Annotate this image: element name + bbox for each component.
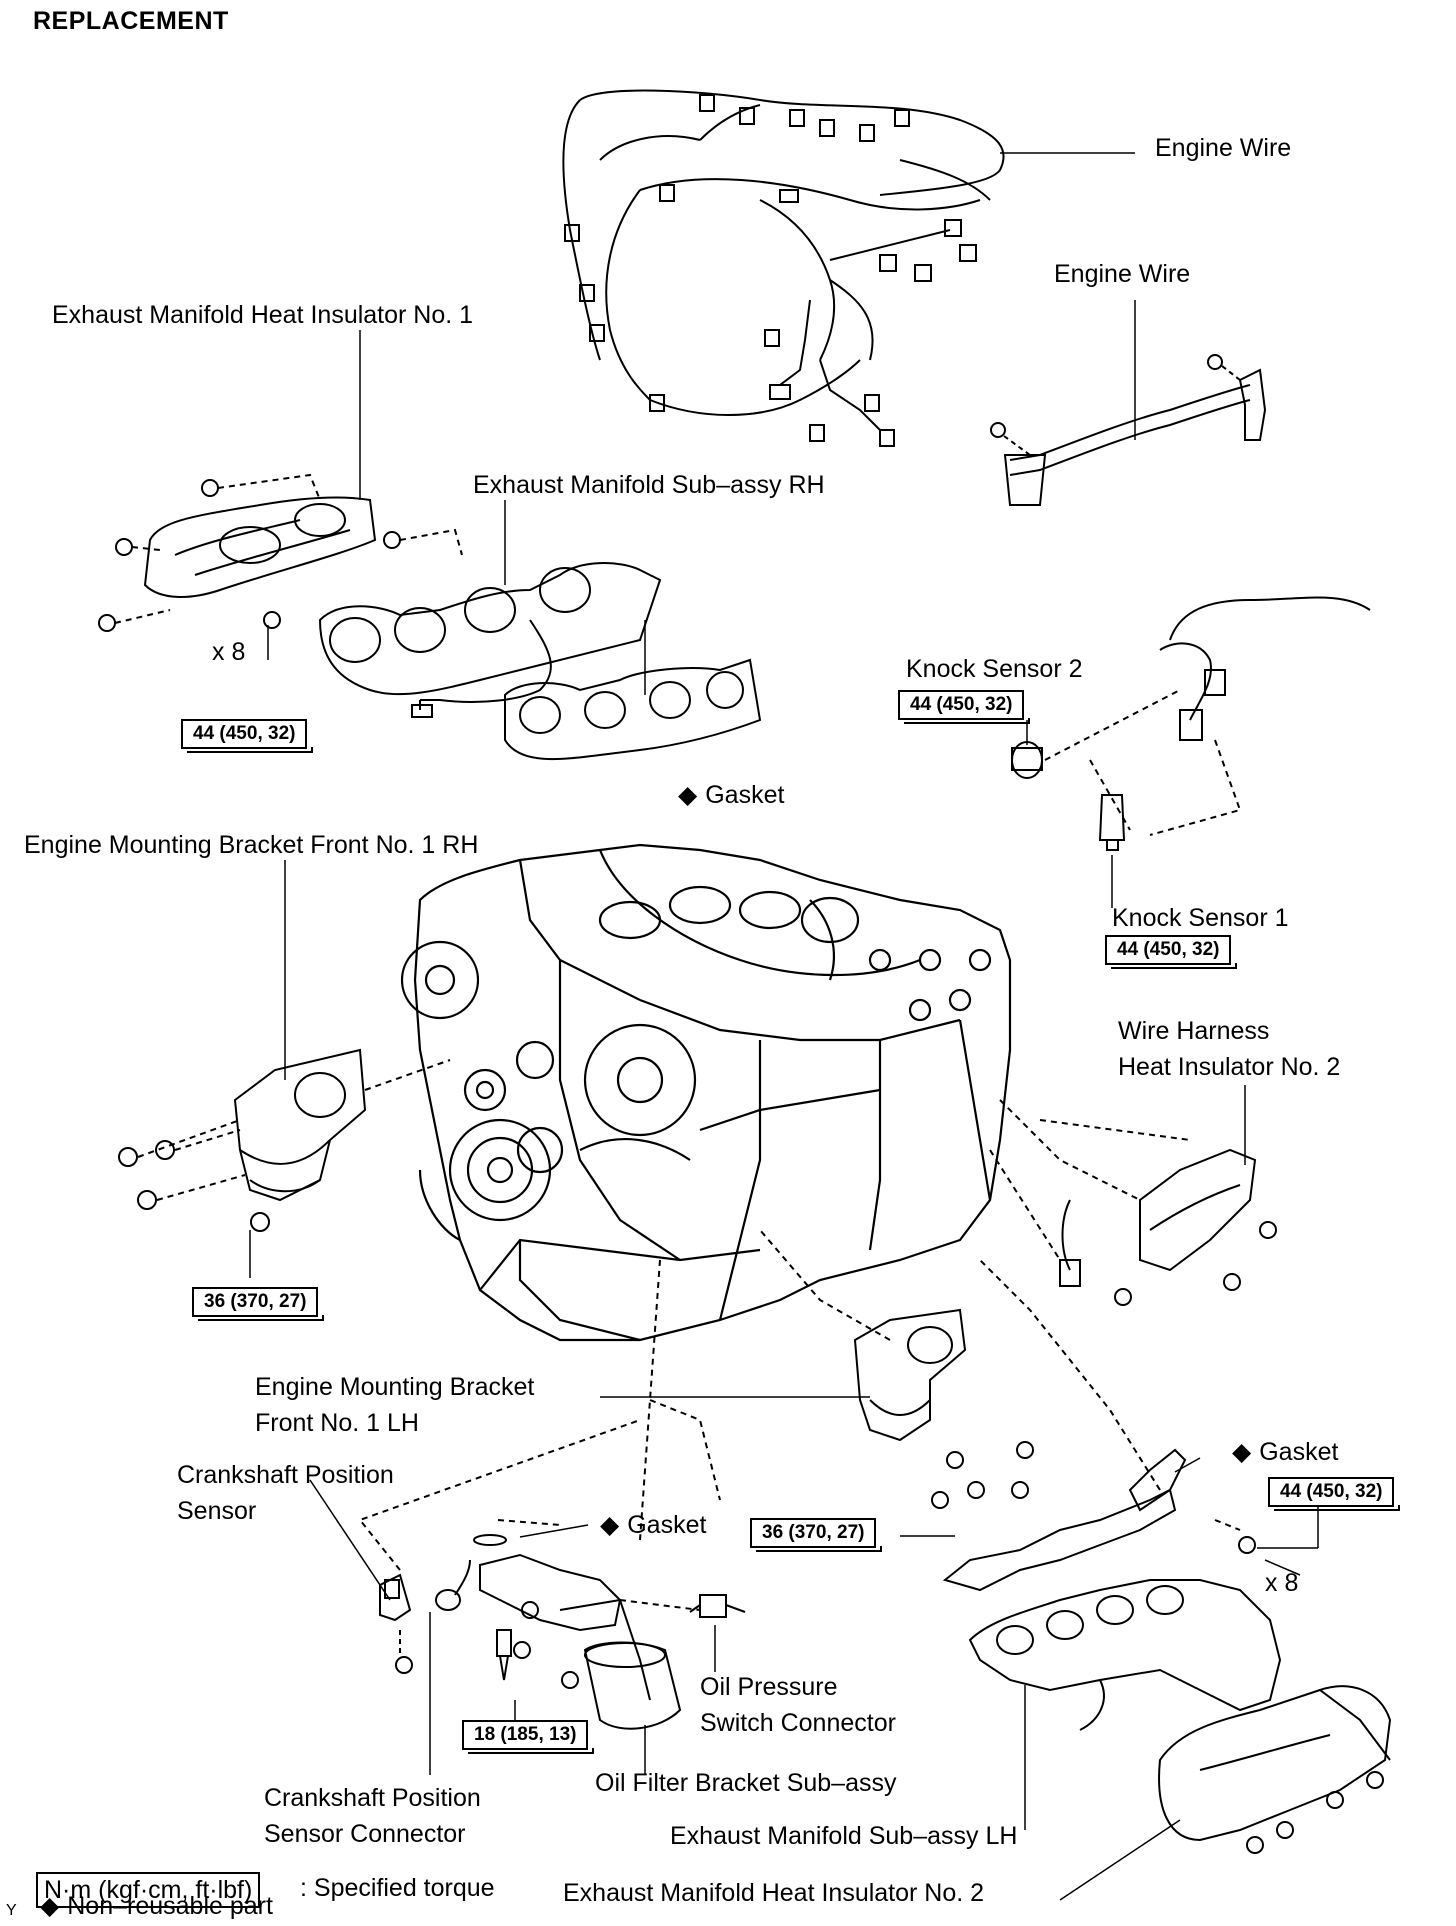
torque-lh-manifold: 44 (450, 32) [1268, 1477, 1401, 1511]
page-title: REPLACEMENT [33, 7, 229, 35]
oil-pressure-connector [689, 1594, 746, 1618]
label-engine-wire-side: Engine Wire [1054, 260, 1191, 288]
label-wire-harness-line1: Wire Harness [1118, 1017, 1270, 1045]
label-oil-pressure-line2: Switch Connector [700, 1709, 896, 1737]
leader-lines [249, 152, 1319, 1901]
label-x8-lh: x 8 [1265, 1569, 1299, 1597]
exhaust-manifold-lh [942, 1259, 1282, 1731]
torque-oil-filter: 18 (185, 13) [462, 1720, 595, 1754]
label-mount-bracket-rh: Engine Mounting Bracket Front No. 1 RH [24, 831, 479, 859]
legend-torque-desc: : Specified torque [300, 1874, 495, 1902]
label-crank-connector-line1: Crankshaft Position [264, 1784, 481, 1812]
label-crank-connector-line2: Sensor Connector [264, 1820, 466, 1848]
mounting-bracket-rh [118, 1048, 451, 1232]
heat-insulator-no2 [1158, 1685, 1392, 1854]
gasket-rh [411, 658, 762, 761]
engine-wire-side-piece [990, 354, 1267, 506]
label-heat-insulator-no2: Exhaust Manifold Heat Insulator No. 2 [563, 1879, 985, 1907]
torque-bracket-rh: 36 (370, 27) [192, 1287, 325, 1321]
label-x8-rh: x 8 [212, 638, 246, 666]
engine-block [400, 843, 1012, 1342]
heat-insulator-no1 [98, 473, 463, 632]
label-gasket-oil: Gasket [600, 1510, 706, 1540]
label-gasket-rh: Gasket [678, 780, 784, 810]
oil-filter-bracket [473, 1259, 701, 1730]
engine-wire-harness [562, 89, 1005, 447]
crankshaft-sensor-parts [358, 1399, 721, 1674]
torque-bracket-lh: 36 (370, 27) [750, 1518, 883, 1552]
label-oil-pressure-line1: Oil Pressure [700, 1673, 838, 1701]
torque-rh-manifold: 44 (450, 32) [181, 719, 314, 753]
legend-nonreusable: Non–reusable part [40, 1894, 273, 1919]
label-exhaust-manifold-rh: Exhaust Manifold Sub–assy RH [473, 471, 825, 499]
label-exhaust-manifold-lh: Exhaust Manifold Sub–assy LH [670, 1822, 1018, 1850]
label-engine-wire-top: Engine Wire [1155, 134, 1292, 162]
label-knock-sensor-1: Knock Sensor 1 [1112, 904, 1289, 932]
exhaust-manifold-rh [263, 562, 662, 703]
mounting-bracket-lh [759, 1229, 1034, 1509]
label-mount-bracket-lh-line2: Front No. 1 LH [255, 1409, 419, 1437]
knock-sensors [1011, 596, 1371, 851]
label-oil-filter-bracket: Oil Filter Bracket Sub–assy [595, 1769, 897, 1797]
wire-harness-heat-insulator [989, 1099, 1277, 1306]
label-wire-harness-line2: Heat Insulator No. 2 [1118, 1053, 1341, 1081]
label-crank-sensor-line1: Crankshaft Position [177, 1461, 394, 1489]
label-crank-sensor-line2: Sensor [177, 1497, 257, 1525]
torque-knock-1: 44 (450, 32) [1105, 935, 1238, 969]
torque-knock-2: 44 (450, 32) [898, 690, 1031, 724]
label-gasket-lh: Gasket [1232, 1437, 1338, 1467]
label-heat-insulator-no1: Exhaust Manifold Heat Insulator No. 1 [52, 301, 474, 329]
corner-mark: Y [6, 1902, 17, 1919]
label-mount-bracket-lh-line1: Engine Mounting Bracket [255, 1373, 535, 1401]
label-knock-sensor-2: Knock Sensor 2 [906, 655, 1083, 683]
